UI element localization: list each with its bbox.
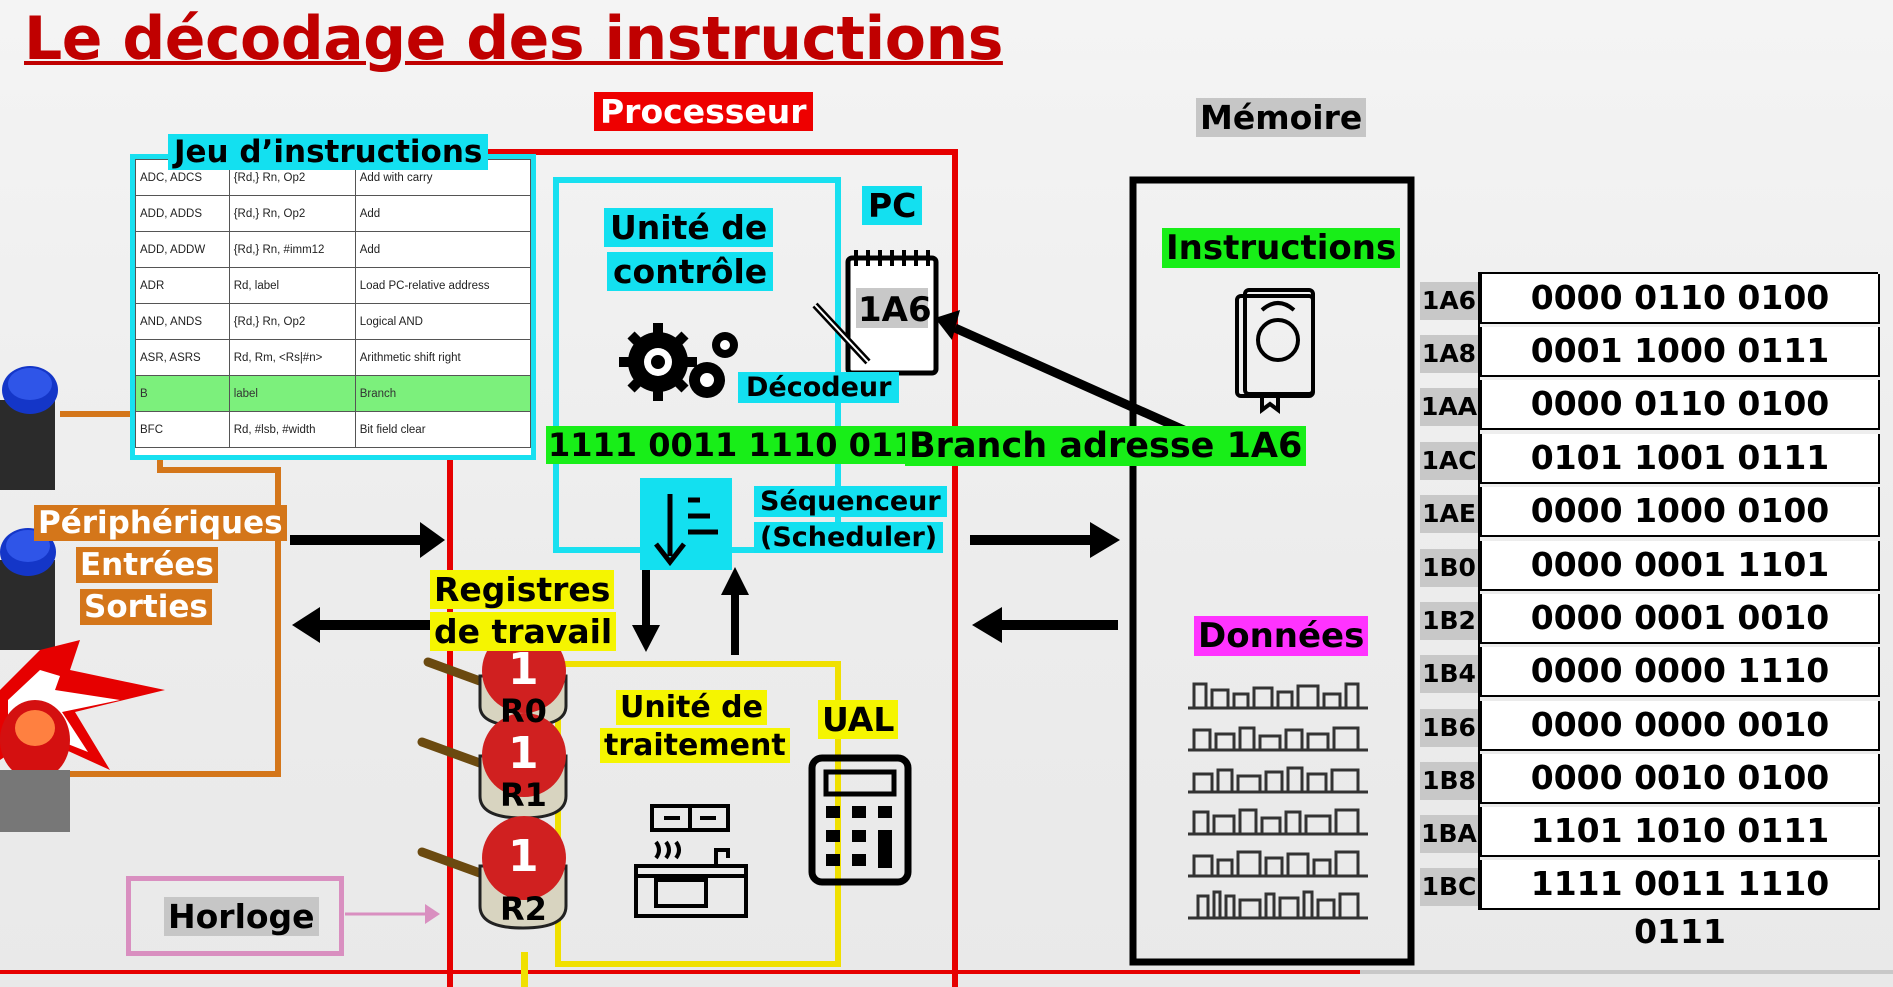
decoder-label: Décodeur [738,372,900,403]
decoded-instruction-bits: 1111 0011 1110 0111 [546,426,940,464]
memory-cell: 0000 0001 1101 0000 [1480,541,1880,632]
clock-box [126,876,344,956]
memory-address: 1AC [1420,442,1478,480]
memory-address: 1B8 [1420,762,1478,800]
memory-address: 1A8 [1420,335,1478,373]
registers-label-2: de travail [430,612,617,651]
memory-cell: 0001 1000 0111 1000 [1480,327,1880,418]
register-r1-value: 1 [508,728,539,779]
sequencer-label-1: Séquenceur [754,486,947,517]
memory-box [1129,176,1415,966]
pc-label: PC [862,186,923,225]
register-r1-name: R1 [500,776,547,814]
memory-address: 1A6 [1420,282,1478,320]
register-r0-value: 1 [508,644,539,695]
instructions-label: Instructions [1162,228,1401,268]
register-r0-name: R0 [500,692,547,730]
data-label: Données [1194,616,1369,656]
memory-label: Mémoire [1196,98,1367,137]
memory-cell: 0000 1000 0100 0010 [1480,487,1880,578]
peripherals-label: Périphériques [34,505,287,541]
processing-unit-label-1: Unité de [616,690,767,725]
memory-address: 1BA [1420,815,1478,853]
outputs-label: Sorties [80,589,212,625]
processing-unit-label-2: traitement [600,728,790,763]
memory-address: 1B2 [1420,602,1478,640]
memory-cell: 0000 0001 0010 0010 [1480,594,1880,685]
processor-label: Processeur [594,92,813,131]
memory-cell: 1101 1010 0111 0101 [1480,807,1880,898]
sequencer-label-2: (Scheduler) [754,522,944,553]
pantry-shelves-icon [1188,682,1368,920]
register-r2-name: R2 [500,890,547,928]
instruction-set-label: Jeu d’instructions [168,134,489,170]
inputs-label: Entrées [76,547,218,583]
peripheral-buttons-icon [0,366,165,832]
control-unit-label-2: contrôle [607,252,774,291]
memory-cell: 0101 1001 0111 1101 [1480,434,1880,525]
calculator-icon [808,754,912,886]
page-title: Le décodage des instructions [24,4,1003,74]
memory-table-top [1480,272,1878,274]
gears-icon [619,323,738,401]
clock-label: Horloge [164,897,319,936]
alu-label: UAL [818,700,899,739]
memory-cell: 0000 0000 0010 0010 [1480,701,1880,792]
memory-cell: 1111 0011 1110 0111 [1480,860,1880,951]
decoded-instruction-meaning: Branch adresse 1A6 [905,426,1307,466]
memory-address: 1B0 [1420,549,1478,587]
pc-value: 1A6 [858,290,932,330]
register-r2-value: 1 [508,831,539,882]
memory-address: 1BC [1420,868,1478,906]
memory-address: 1AA [1420,388,1478,426]
memory-address: 1AE [1420,495,1478,533]
control-unit-label-1: Unité de [604,208,774,247]
registers-label-1: Registres [430,570,615,609]
memory-cell: 0000 0000 1110 0000 [1480,647,1880,738]
sequencer-icon [640,478,732,570]
memory-address: 1B6 [1420,709,1478,747]
memory-address: 1B4 [1420,655,1478,693]
memory-table-left [1478,272,1480,910]
recipe-book-icon [1235,288,1315,414]
kitchen-icon [634,804,748,918]
